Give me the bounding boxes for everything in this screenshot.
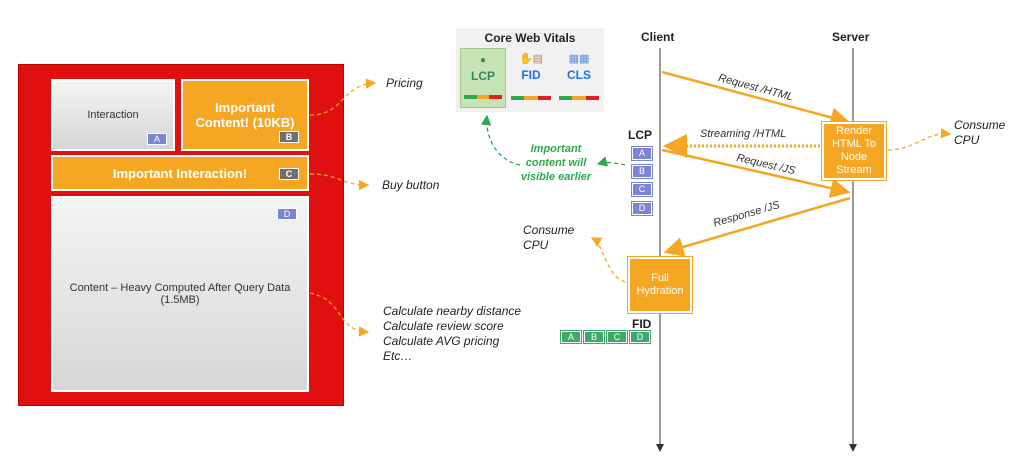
page-mockup: Interaction A Important Content! (10KB) … — [18, 64, 344, 406]
cwv-fid-label: FID — [521, 68, 541, 82]
core-web-vitals-card: Core Web Vitals ● LCP ✋▤ FID ▦▦ CLS — [456, 28, 604, 112]
buy-button-callout-arrow — [309, 173, 370, 191]
cwv-cls-label: CLS — [567, 68, 591, 82]
cwv-cls-bar — [559, 96, 599, 100]
interaction-block: Interaction A — [51, 79, 175, 151]
client-cpu-arrow — [590, 237, 626, 283]
heavy-content-block: Content – Heavy Computed After Query Dat… — [51, 196, 309, 392]
tag-b: B — [279, 131, 299, 143]
important-interaction-label: Important Interaction! — [112, 165, 248, 181]
lcp-heading: LCP — [628, 128, 652, 142]
visible-earlier-note: Important content will visible earlier — [520, 143, 592, 183]
lcp-tag-d: D — [631, 201, 653, 216]
to-lcp-arrow — [480, 114, 521, 166]
lcp-tag-c: C — [631, 182, 653, 197]
important-interaction-block: Important Interaction! C — [51, 155, 309, 191]
fid-tag-a: A — [560, 330, 582, 344]
cwv-cls: ▦▦ CLS — [556, 48, 602, 108]
important-content-block: Important Content! (10KB) B — [181, 79, 309, 151]
request-html-arrow — [661, 70, 851, 128]
cwv-fid-icon: ✋▤ — [518, 53, 544, 65]
fid-heading: FID — [632, 317, 652, 331]
render-html-label: Render HTML To Node Stream — [831, 125, 876, 176]
calc-line-1: Calculate nearby distance — [383, 304, 522, 318]
cwv-fid: ✋▤ FID — [508, 48, 554, 108]
render-html-box: Render HTML To Node Stream — [822, 122, 886, 180]
lcp-tag-b: B — [631, 164, 653, 179]
server-cpu-arrow — [887, 128, 952, 151]
tag-d: D — [277, 208, 297, 220]
client-heading: Client — [641, 30, 675, 44]
interaction-label: Interaction — [87, 109, 139, 121]
cwv-lcp-icon: ● — [479, 55, 487, 66]
cwv-fid-bar — [511, 96, 551, 100]
cwv-lcp: ● LCP — [460, 48, 506, 108]
fid-tag-c: C — [606, 330, 628, 344]
client-consume-cpu: Consume CPU — [523, 223, 575, 252]
important-content-label: Important Content! (10KB) — [195, 100, 295, 130]
pricing-note: Pricing — [386, 76, 423, 90]
calc-line-3: Calculate AVG pricing — [383, 334, 500, 348]
full-hydration-label: Full Hydration — [636, 272, 684, 297]
full-hydration-box: Full Hydration — [628, 257, 692, 313]
server-consume-cpu: Consume CPU — [954, 118, 1006, 147]
calc-line-4: Etc… — [383, 349, 413, 363]
pricing-callout-arrow — [309, 78, 377, 116]
visible-earlier-arrow — [596, 156, 626, 167]
calc-callout-arrow — [309, 292, 370, 337]
heavy-content-label: Content – Heavy Computed After Query Dat… — [69, 282, 291, 306]
cwv-title: Core Web Vitals — [484, 31, 576, 45]
request-js-arrow — [661, 148, 851, 198]
buy-button-note: Buy button — [382, 178, 440, 192]
tag-a: A — [147, 133, 167, 145]
fid-tag-d: D — [629, 330, 651, 344]
cwv-cls-icon: ▦▦ — [568, 53, 590, 65]
calc-note: Calculate nearby distance Calculate revi… — [383, 304, 521, 364]
fid-tag-b: B — [583, 330, 605, 344]
response-js-arrow — [663, 196, 851, 257]
server-heading: Server — [832, 30, 870, 44]
calc-line-2: Calculate review score — [383, 319, 504, 333]
cwv-lcp-label: LCP — [471, 69, 495, 83]
streaming-html-label: Streaming /HTML — [700, 128, 787, 140]
cwv-lcp-bar — [464, 95, 503, 99]
lcp-tag-a: A — [631, 146, 653, 161]
tag-c: C — [279, 168, 299, 180]
